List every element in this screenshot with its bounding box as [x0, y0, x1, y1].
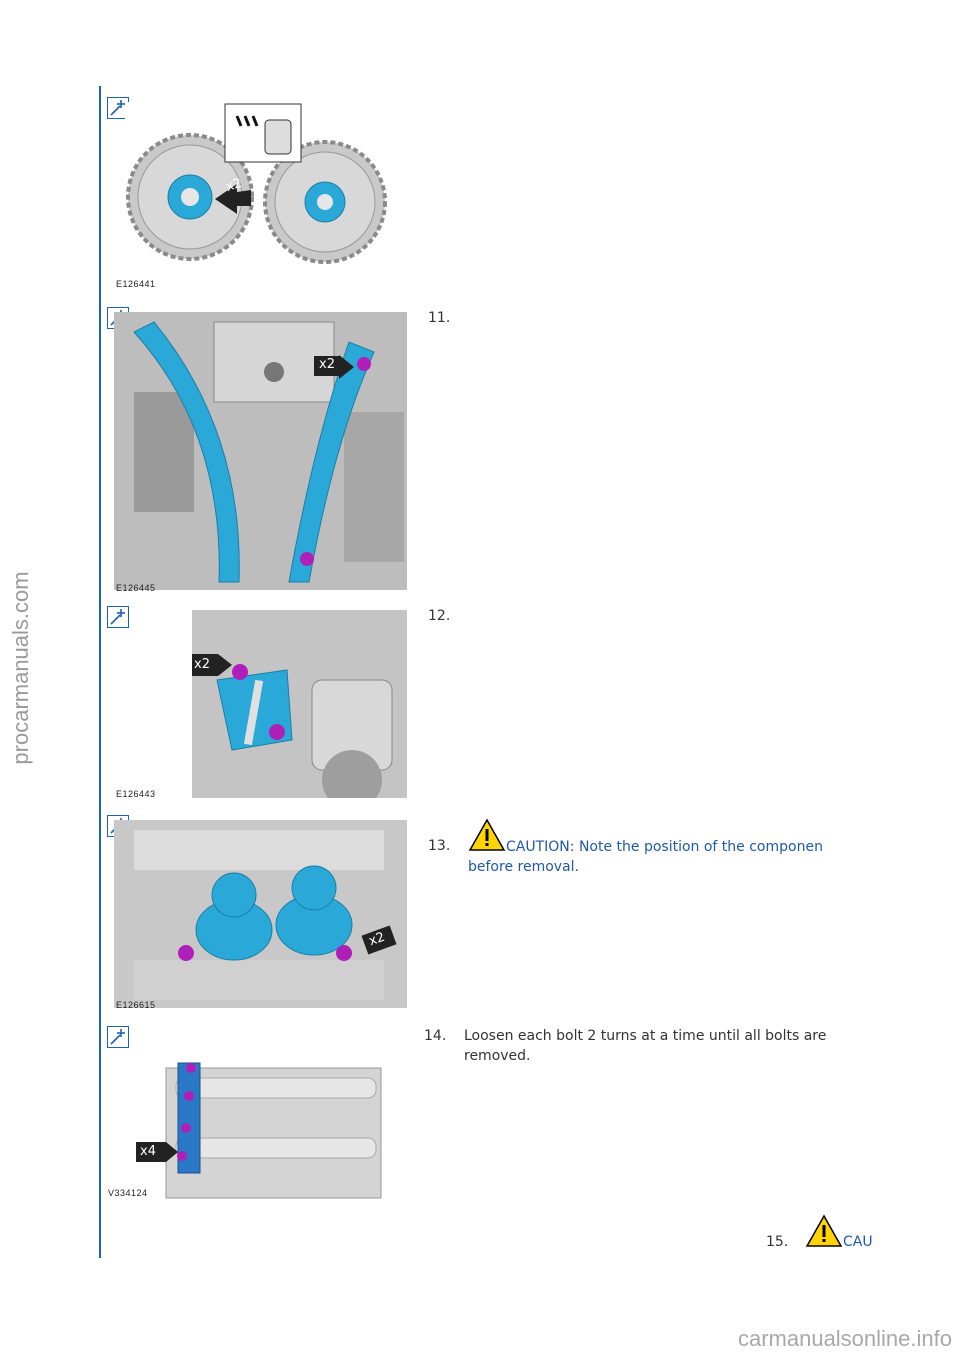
zoom-icon[interactable] [107, 1026, 129, 1048]
figure-camshaft [136, 1058, 384, 1200]
step-text: Loosen each bolt 2 turns at a time until… [464, 1028, 827, 1044]
figure-vct-units [114, 820, 407, 1008]
step-text-cont: removed. [464, 1048, 531, 1064]
step-number: 13. [428, 838, 451, 854]
warning-icon [468, 818, 506, 856]
side-watermark-text: procarmanuals.com [8, 571, 33, 765]
figure-code: E126443 [116, 789, 156, 799]
step-number: 15. [766, 1234, 789, 1250]
callout-label: x2 [319, 357, 335, 372]
caution-text: CAUTION: Note the position of the compon… [506, 839, 823, 855]
step-number: 12. [428, 608, 451, 624]
step-number: 11. [428, 310, 451, 326]
figure-code: V334124 [108, 1188, 148, 1198]
caution-text: CAU [843, 1234, 873, 1250]
footer-watermark: carmanualsonline.info [737, 1326, 952, 1351]
callout-label: x2 [194, 657, 210, 672]
figure-tensioner [192, 610, 407, 798]
figure-code: E126445 [116, 583, 156, 593]
figure-chain-guides [114, 312, 407, 590]
sprocket-right [263, 140, 387, 264]
side-watermark: procarmanuals.com [6, 560, 36, 780]
figure-code: E126441 [116, 279, 156, 289]
warning-icon [805, 1214, 843, 1252]
figure-code: E126615 [116, 1000, 156, 1010]
zoom-icon[interactable] [107, 606, 129, 628]
margin-rule [99, 86, 101, 1258]
caution-text-cont: before removal. [468, 859, 579, 875]
callout-label: x4 [140, 1144, 156, 1159]
figure-sprockets [125, 102, 387, 276]
step-number: 14. [424, 1028, 447, 1044]
